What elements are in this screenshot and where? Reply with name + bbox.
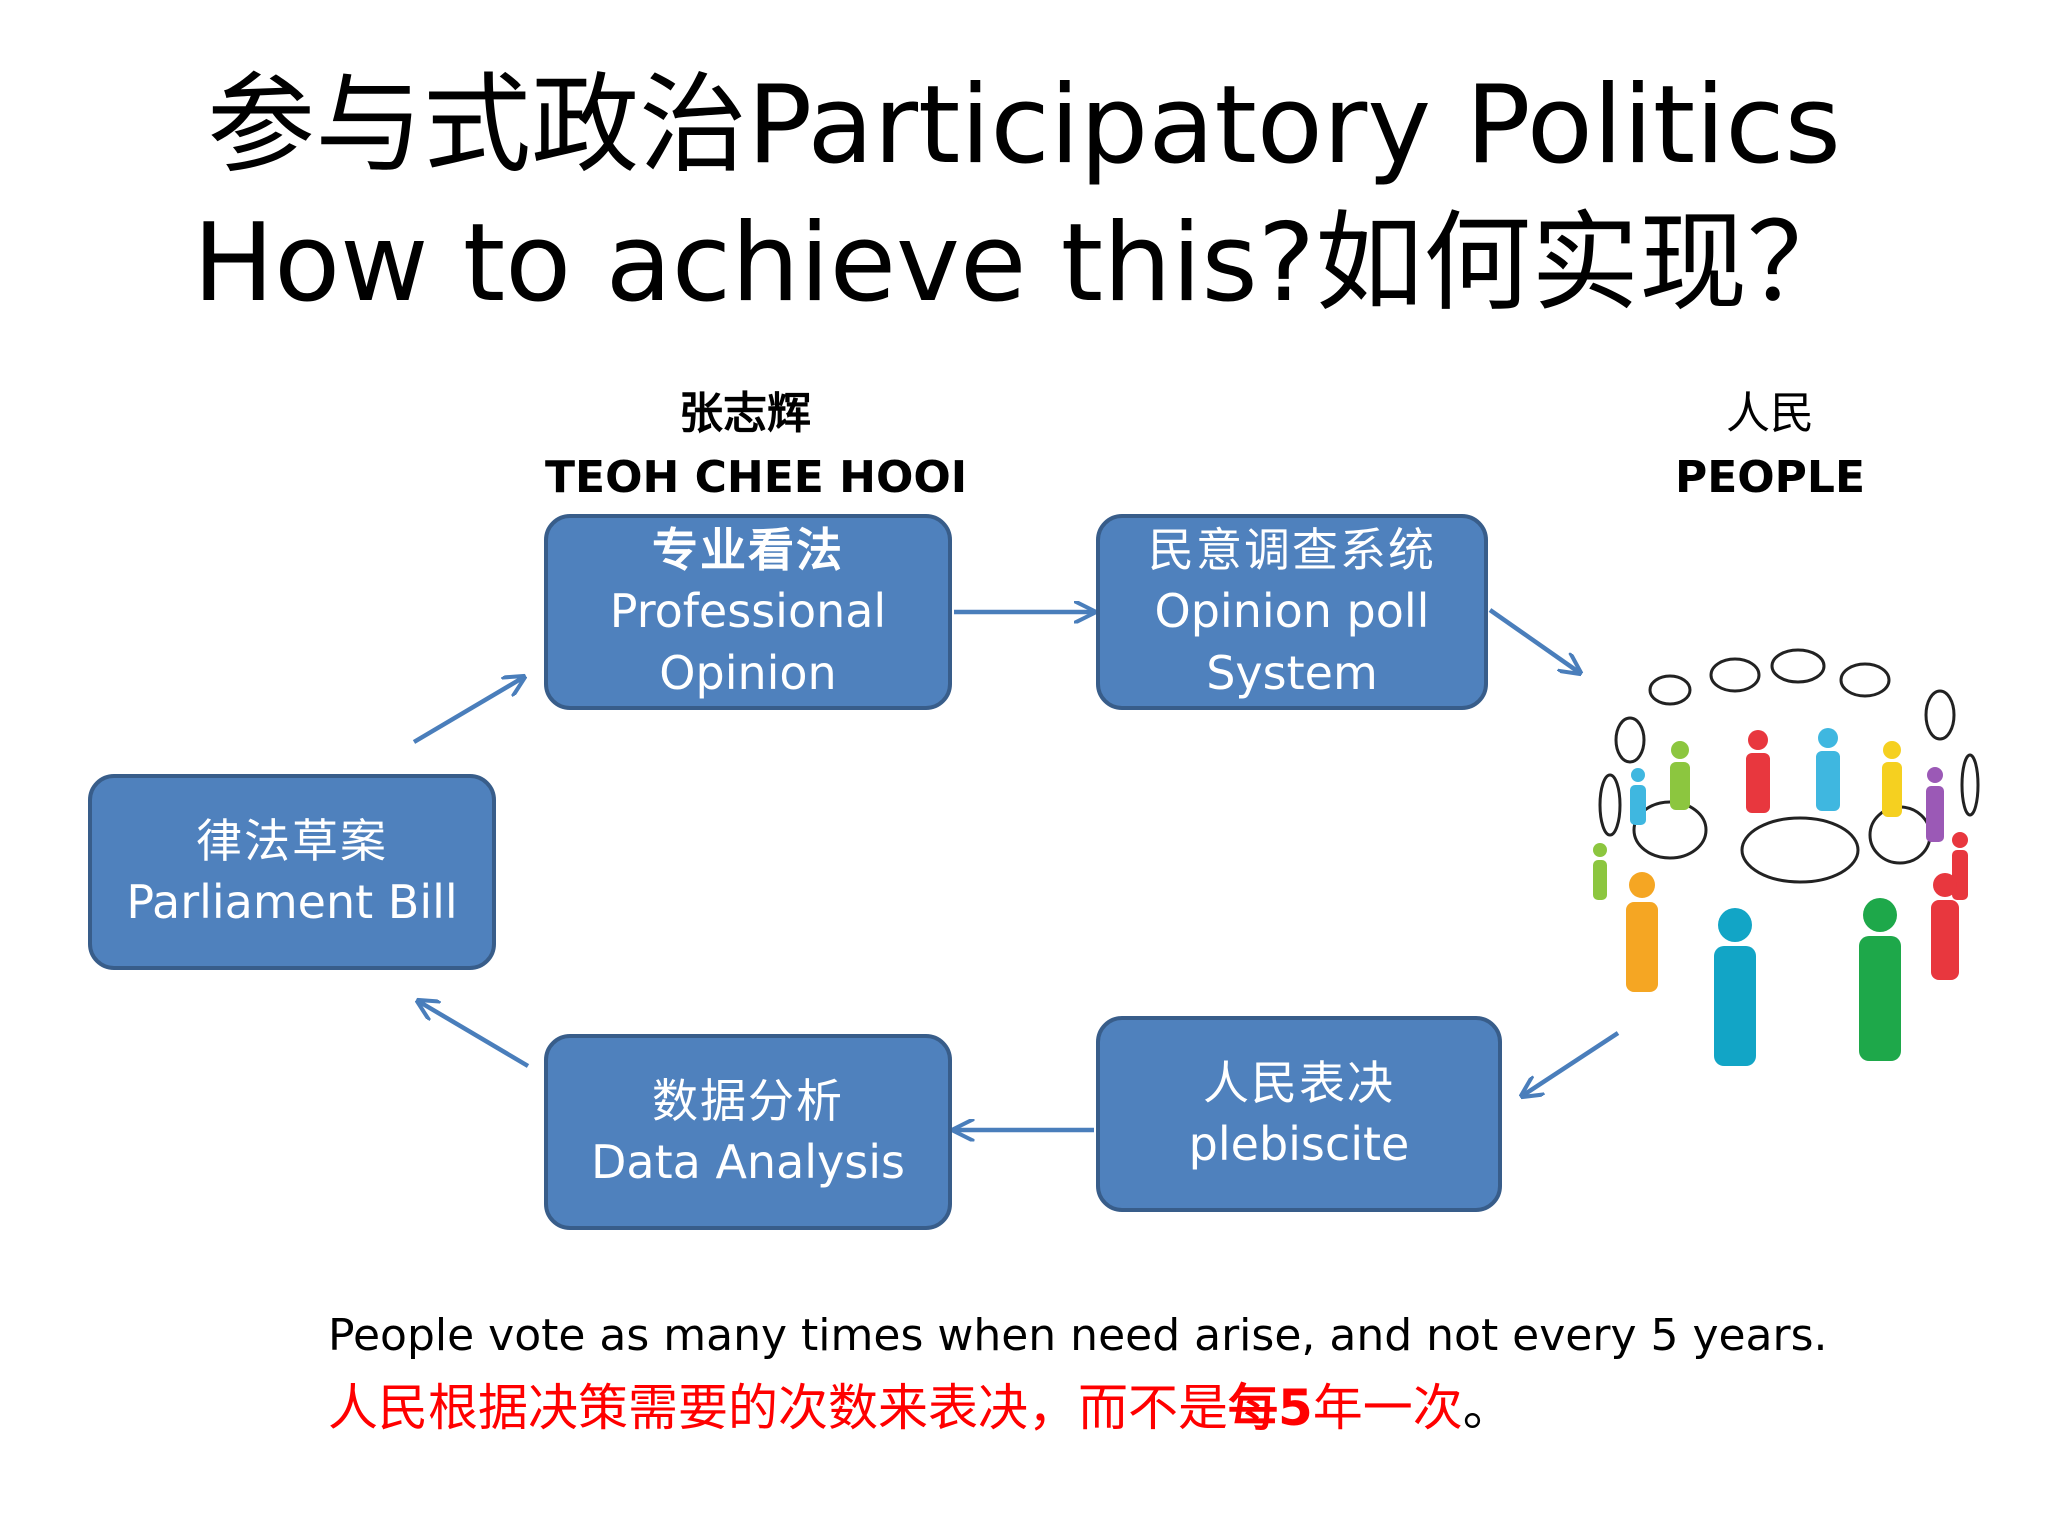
note-chinese: 人民根据决策需要的次数来表决，而不是每5年一次。 (328, 1368, 1513, 1440)
box-plebiscite: 人民表决 plebiscite (1096, 1016, 1502, 1212)
actor-right-zh: 人民 (1726, 388, 1814, 439)
box-data-analysis: 数据分析 Data Analysis (544, 1034, 952, 1230)
speech-bubble-icon (1770, 648, 1826, 684)
actor-left-header: 张志辉 TEOH CHEE HOOI (545, 382, 968, 510)
box-professional-zh: 专业看法 (652, 523, 844, 578)
box-professional-en2: Opinion (659, 645, 837, 700)
actor-left-zh: 张志辉 (679, 388, 811, 439)
speech-bubble-icon (1598, 773, 1622, 837)
box-bill-zh: 律法草案 (196, 813, 388, 868)
note-english: People vote as many times when need aris… (328, 1310, 1828, 1361)
actor-left-en: TEOH CHEE HOOI (545, 451, 968, 503)
arrow-analysis-to-bill (418, 1001, 530, 1068)
box-analysis-en: Data Analysis (591, 1135, 905, 1189)
speech-bubble-icon (1614, 716, 1646, 764)
box-bill-en: Parliament Bill (126, 875, 458, 929)
title-line-2: How to achieve this?如何实现？ (192, 201, 1856, 326)
box-professional-opinion: 专业看法 Professional Opinion (544, 514, 952, 710)
arrow-bill-to-professional (412, 677, 524, 744)
speech-bubble-icon (1740, 816, 1860, 884)
arrow-people-to-plebiscite (1522, 1031, 1620, 1096)
arrow-poll-to-people (1488, 608, 1580, 673)
box-plebiscite-en: plebiscite (1188, 1117, 1410, 1171)
actor-right-en: PEOPLE (1674, 451, 1866, 503)
note-zh-bold: 每5 (1228, 1379, 1313, 1437)
note-zh-part2: 年一次 (1312, 1379, 1463, 1437)
box-poll-zh: 民意调查系统 (1148, 523, 1436, 578)
box-poll-en1: Opinion poll (1154, 584, 1430, 639)
speech-bubble-icon (1924, 689, 1956, 741)
box-parliament-bill: 律法草案 Parliament Bill (88, 774, 496, 970)
box-analysis-zh: 数据分析 (652, 1073, 844, 1128)
box-poll-en2: System (1206, 645, 1378, 700)
people-crowd-icon (1593, 648, 1980, 1066)
speech-bubble-icon (1960, 753, 1980, 817)
speech-bubble-icon (1709, 657, 1761, 693)
note-zh-part1: 人民根据决策需要的次数来表决，而不是 (328, 1379, 1228, 1437)
actor-right-header: 人民 PEOPLE (1620, 382, 1920, 510)
speech-bubble-icon (1839, 662, 1891, 698)
box-professional-en1: Professional (609, 584, 887, 639)
note-zh-end: 。 (1462, 1379, 1513, 1437)
title-line-1: 参与式政治Participatory Politics (207, 63, 1841, 188)
box-opinion-poll: 民意调查系统 Opinion poll System (1096, 514, 1488, 710)
speech-bubble-icon (1648, 674, 1692, 706)
box-plebiscite-zh: 人民表决 (1203, 1055, 1395, 1110)
